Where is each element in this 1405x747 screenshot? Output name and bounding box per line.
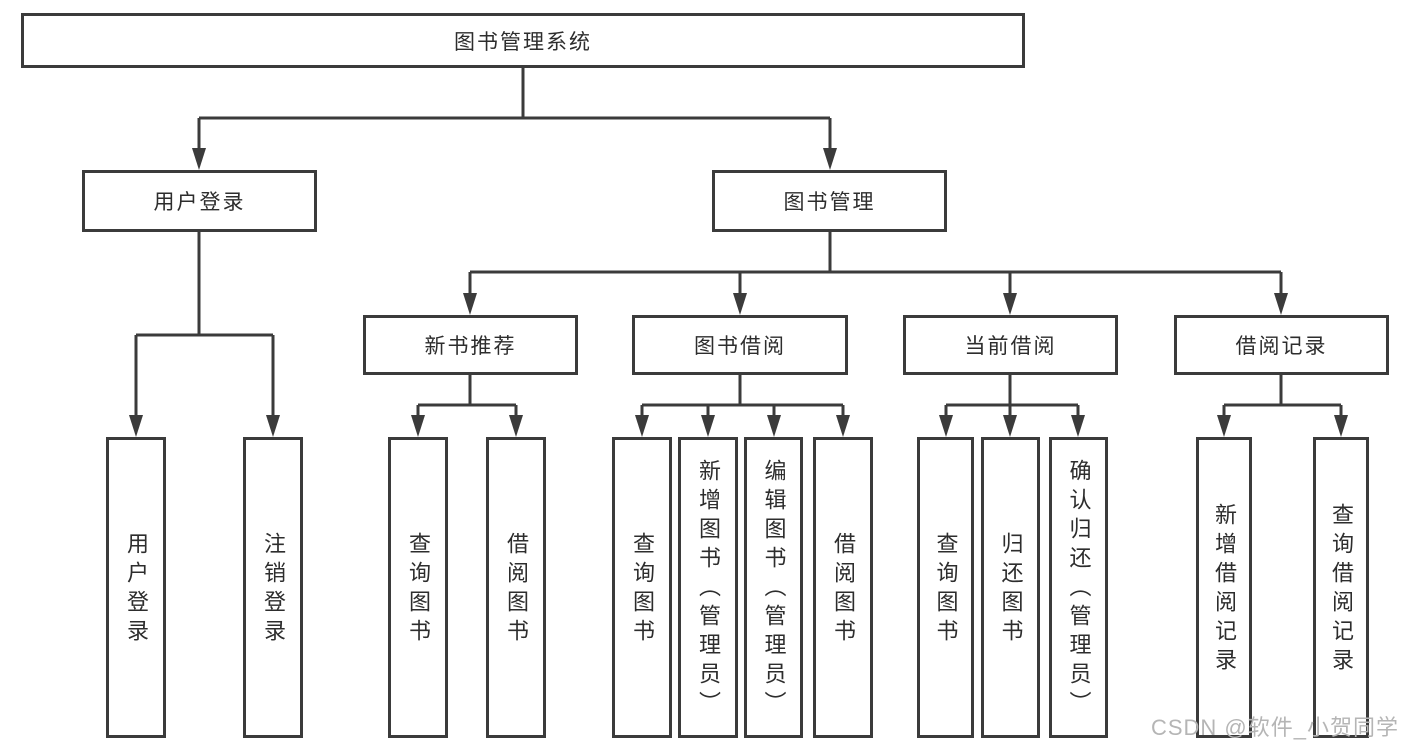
leaf-return-books: 归还图书: [981, 437, 1040, 738]
node-label: 用户登录: [153, 191, 246, 214]
node-label: 图书管理系统: [454, 30, 592, 54]
node-label: 借阅图书: [831, 531, 856, 648]
arrowhead: [192, 148, 206, 170]
connector-arrowheads: [129, 148, 1348, 437]
node-label: 查询图书: [933, 531, 959, 648]
leaf-borrow-books-1: 借阅图书: [486, 437, 546, 738]
leaf-query-borrow-record: 查询借阅记录: [1313, 437, 1369, 738]
arrowhead: [767, 415, 781, 437]
leaf-query-books-3: 查询图书: [917, 437, 974, 738]
leaf-query-books-2: 查询图书: [612, 437, 672, 738]
node-system-root: 图书管理系统: [21, 13, 1025, 68]
node-label: 注销登录: [261, 531, 286, 648]
arrowhead: [1003, 293, 1017, 315]
node-user-login: 用户登录: [82, 170, 317, 232]
node-label: 当前借阅: [964, 335, 1057, 358]
arrowhead: [266, 415, 280, 437]
node-label: 借阅记录: [1235, 335, 1328, 358]
node-book-management: 图书管理: [712, 170, 947, 232]
leaf-query-books-1: 查询图书: [388, 437, 448, 738]
arrowhead: [129, 415, 143, 437]
node-label: 编辑图书（管理员）: [761, 459, 787, 720]
arrowhead: [836, 415, 850, 437]
arrowhead: [1071, 415, 1085, 437]
node-label: 确认归还（管理员）: [1066, 459, 1092, 720]
node-label: 图书管理: [783, 191, 876, 214]
arrowhead: [939, 415, 953, 437]
leaf-edit-books-admin: 编辑图书（管理员）: [744, 437, 803, 738]
leaf-add-borrow-record: 新增借阅记录: [1196, 437, 1252, 738]
leaf-confirm-return-admin: 确认归还（管理员）: [1049, 437, 1108, 738]
arrowhead: [411, 415, 425, 437]
leaf-user-login: 用户登录: [106, 437, 166, 738]
leaf-logout: 注销登录: [243, 437, 303, 738]
node-label: 查询图书: [630, 531, 655, 648]
node-label: 归还图书: [998, 531, 1024, 648]
arrowhead: [733, 293, 747, 315]
node-book-borrowing: 图书借阅: [632, 315, 848, 375]
node-label: 用户登录: [124, 531, 149, 648]
node-current-borrowing: 当前借阅: [903, 315, 1118, 375]
arrowhead: [1334, 415, 1348, 437]
leaf-add-books-admin: 新增图书（管理员）: [678, 437, 738, 738]
node-label: 新增借阅记录: [1212, 502, 1237, 677]
arrowhead: [1217, 415, 1231, 437]
node-label: 借阅图书: [504, 531, 529, 648]
arrowhead: [823, 148, 837, 170]
arrowhead: [635, 415, 649, 437]
node-label: 新书推荐: [424, 335, 517, 358]
arrowhead: [1274, 293, 1288, 315]
node-label: 查询图书: [406, 531, 431, 648]
arrowhead: [509, 415, 523, 437]
csdn-watermark: CSDN @软件_小贺同学: [1150, 715, 1399, 740]
node-label: 图书借阅: [694, 335, 786, 358]
arrowhead: [1003, 415, 1017, 437]
arrowhead: [701, 415, 715, 437]
node-label: 新增图书（管理员）: [696, 459, 721, 720]
node-label: 查询借阅记录: [1329, 502, 1354, 677]
node-new-book-recommend: 新书推荐: [363, 315, 578, 375]
arrowhead: [463, 293, 477, 315]
node-borrow-records: 借阅记录: [1174, 315, 1389, 375]
leaf-borrow-books-2: 借阅图书: [813, 437, 873, 738]
